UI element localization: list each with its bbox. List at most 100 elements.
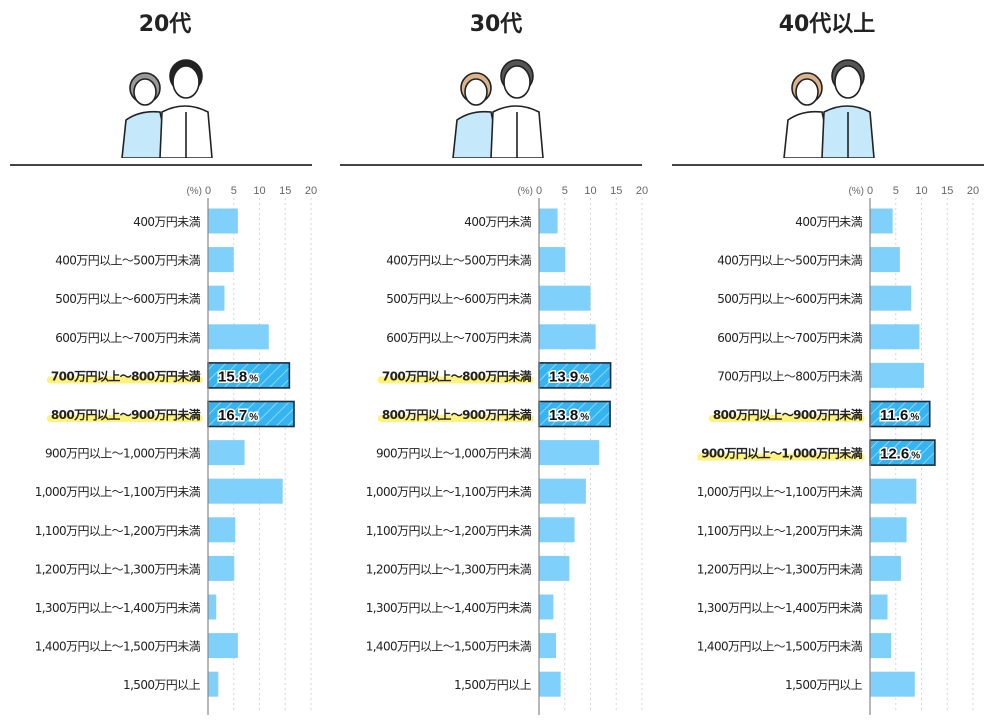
- category-label: 400万円未満: [795, 215, 862, 229]
- category-label: 600万円以上～700万円未満: [717, 331, 862, 345]
- woman-body: [452, 110, 502, 158]
- category-label: 800万円以上～900万円未満: [51, 407, 201, 422]
- category-label: 1,300万円以上～1,400万円未満: [697, 601, 863, 615]
- bar: [870, 671, 915, 697]
- category-label: 1,500万円以上: [454, 678, 532, 692]
- bar: [870, 285, 912, 311]
- tick-label: 15: [941, 185, 953, 197]
- category-label: 700万円以上～800万円未満: [717, 369, 862, 383]
- category-label: 600万円以上～700万円未満: [386, 331, 531, 345]
- highlight-marker: [46, 376, 203, 384]
- bar: [208, 478, 283, 504]
- category-label: 1,400万円以上～1,500万円未満: [697, 640, 863, 654]
- percent-sign: %: [249, 412, 258, 423]
- category-label: 1,100万円以上～1,200万円未満: [366, 524, 532, 538]
- category-label: 1,200万円以上～1,300万円未満: [697, 562, 863, 576]
- category-label: 500万円以上～600万円未満: [717, 292, 862, 306]
- couple-illustration-40s: [783, 59, 875, 158]
- bar: [539, 285, 591, 311]
- people: [121, 59, 213, 158]
- tick-label: 10: [915, 185, 927, 197]
- bar: [539, 633, 556, 659]
- category-label: 1,400万円以上～1,500万円未満: [35, 640, 201, 654]
- category-label: 400万円以上～500万円未満: [386, 254, 531, 268]
- category-label: 400万円未満: [133, 215, 200, 229]
- bar: [870, 517, 907, 543]
- category-label: 800万円以上～900万円未満: [713, 407, 863, 422]
- category-label: 1,000万円以上～1,100万円未満: [366, 485, 532, 499]
- tick-label: 20: [305, 185, 317, 197]
- category-label: 1,500万円以上: [785, 678, 863, 692]
- bar: [208, 555, 235, 581]
- woman-face: [464, 78, 488, 106]
- bar: [208, 440, 245, 466]
- bar: [208, 208, 238, 234]
- percent-sign: %: [580, 412, 589, 423]
- percent-sign: %: [580, 373, 589, 384]
- people: [452, 59, 544, 158]
- category-label: 900万円以上～1,000万円未満: [376, 447, 532, 461]
- unit-label: (%): [517, 186, 533, 197]
- bar: [539, 555, 570, 581]
- bar: [539, 324, 596, 350]
- category-label: 1,200万円以上～1,300万円未満: [35, 562, 201, 576]
- category-label: 500万円以上～600万円未満: [386, 292, 531, 306]
- bar: [539, 478, 586, 504]
- category-label: 800万円以上～900万円未満: [382, 407, 532, 422]
- highlight-bar: [869, 400, 931, 428]
- woman-body: [121, 110, 171, 158]
- bar: [539, 671, 561, 697]
- category-label: 900万円以上～1,000万円未満: [45, 447, 201, 461]
- highlight-marker: [377, 376, 534, 384]
- highlight-marker: [708, 415, 865, 422]
- bar: [870, 478, 917, 504]
- bar: [870, 208, 893, 234]
- unit-label: (%): [186, 186, 202, 197]
- divider: [672, 164, 984, 166]
- people: [783, 59, 875, 158]
- category-label: 1,300万円以上～1,400万円未満: [366, 601, 532, 615]
- category-label: 700万円以上～800万円未満: [51, 368, 201, 383]
- chart-title: 40代以上: [778, 12, 876, 37]
- percent-sign: %: [911, 451, 920, 462]
- divider: [340, 164, 642, 166]
- category-label: 1,300万円以上～1,400万円未満: [35, 601, 201, 615]
- man-face: [503, 65, 531, 99]
- tick-label: 0: [867, 185, 873, 197]
- tick-label: 10: [584, 185, 596, 197]
- bar: [870, 633, 892, 659]
- unit-label: (%): [848, 186, 864, 197]
- bar: [870, 324, 920, 350]
- bar: [208, 285, 225, 311]
- bar: [208, 633, 238, 659]
- tick-label: 5: [562, 185, 568, 197]
- percent-sign: %: [249, 373, 258, 384]
- percent-sign: %: [910, 412, 919, 423]
- bar: [208, 247, 234, 273]
- highlight-bar: [207, 362, 291, 389]
- category-label: 500万円以上～600万円未満: [55, 292, 200, 306]
- bar: [870, 594, 888, 620]
- woman-face: [795, 78, 819, 106]
- category-label: 1,100万円以上～1,200万円未満: [35, 524, 201, 538]
- tick-label: 20: [967, 185, 979, 197]
- woman-body: [783, 110, 833, 158]
- bar: [539, 440, 600, 466]
- tick-label: 5: [893, 185, 899, 197]
- tick-label: 20: [636, 185, 648, 197]
- category-label: 400万円未満: [464, 215, 531, 229]
- tick-label: 15: [279, 185, 291, 197]
- bar: [208, 324, 269, 350]
- bar: [870, 362, 925, 388]
- tick-label: 15: [610, 185, 622, 197]
- category-label: 400万円以上～500万円未満: [55, 254, 200, 268]
- highlight-marker: [377, 415, 534, 422]
- category-label: 1,000万円以上～1,100万円未満: [697, 485, 863, 499]
- category-label: 1,100万円以上～1,200万円未満: [697, 524, 863, 538]
- tick-label: 0: [205, 185, 211, 197]
